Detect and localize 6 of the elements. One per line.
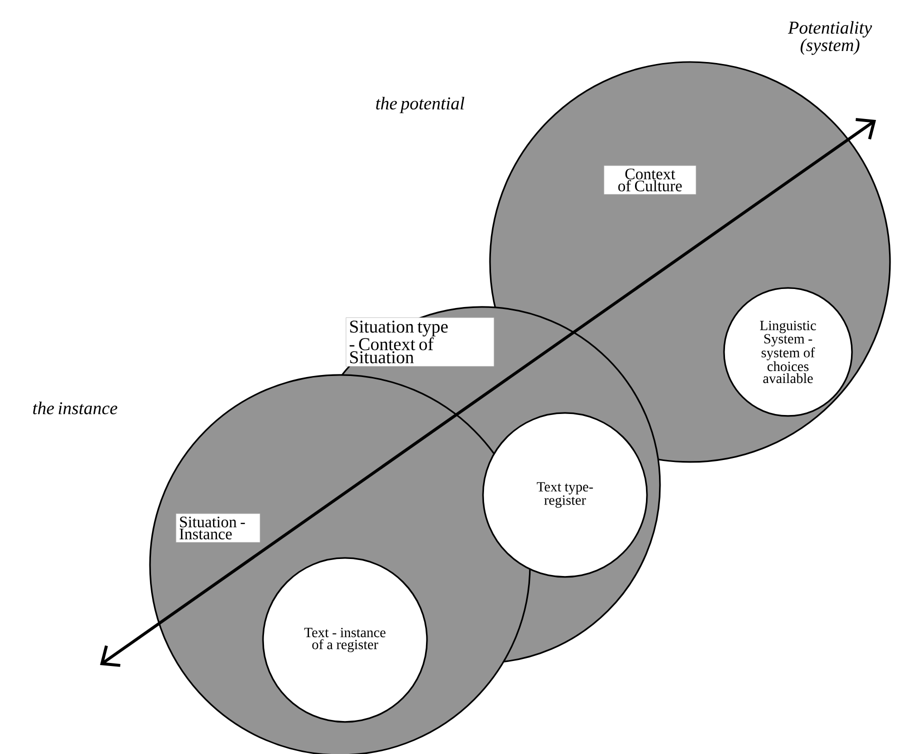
heading-box: Situation type - Context of Situation — [346, 317, 494, 367]
axis-label: the instance — [33, 402, 118, 414]
axis-label: Potentiality (system) — [788, 21, 872, 55]
heading-box: Situation - Instance — [176, 513, 260, 543]
heading-box: Context of Culture — [604, 165, 696, 195]
axis-label: the potential — [376, 96, 464, 114]
